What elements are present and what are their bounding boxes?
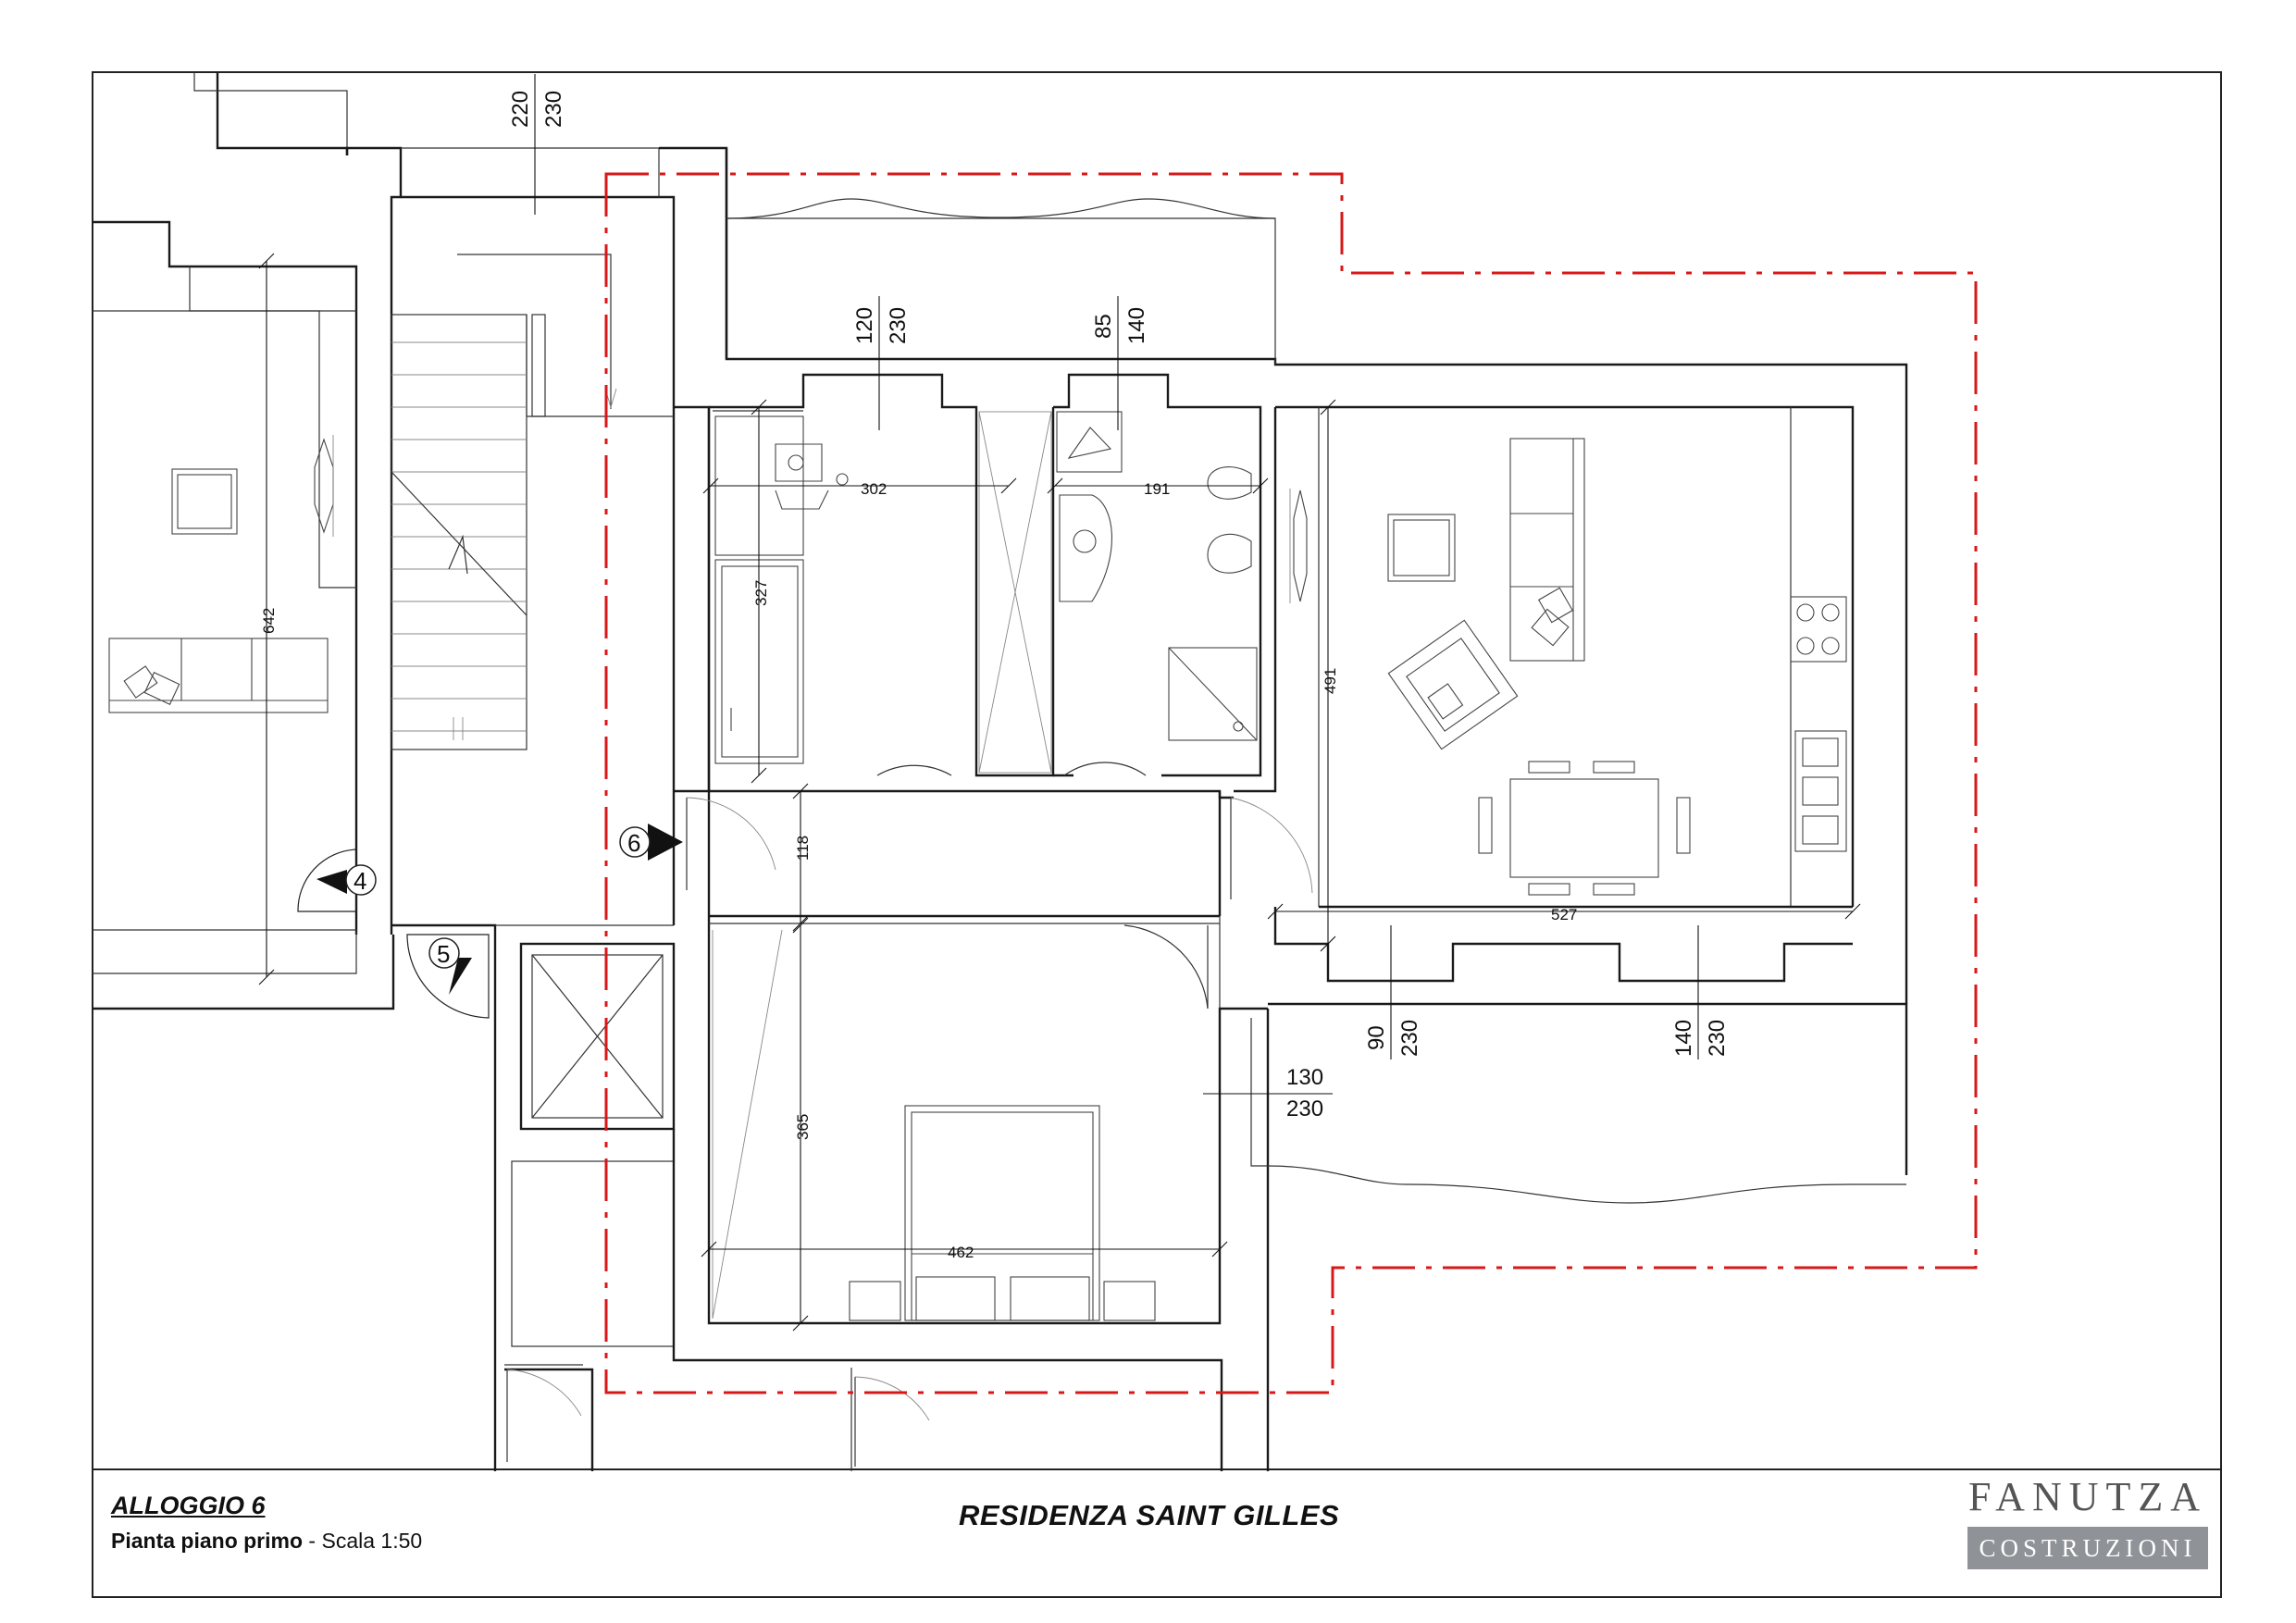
dimension-118: 118 [792,783,812,932]
view-marker-6: 6 [619,824,683,861]
opening-220-230: 220 230 [508,74,566,215]
apartment-walls [674,148,1908,1325]
living-furniture [1289,438,1847,896]
logo-top-text: FANUTZA [1967,1474,2208,1519]
subtitle-separator: - [303,1529,322,1553]
opening-140-230: 140 230 [1671,925,1730,1059]
dimension-302: 302 [702,477,1017,498]
stairwell [345,146,1270,1471]
dim-365-label: 365 [794,1114,812,1140]
dimension-191: 191 [1047,477,1269,498]
opening-90-230: 90 230 [1364,925,1422,1059]
plan-name: Pianta piano primo [111,1529,304,1553]
opening-4-top: 90 [1364,1025,1389,1050]
dim-302-label: 302 [861,480,887,498]
plan-scale: Scala 1:50 [321,1529,423,1553]
sheet-frame [92,71,2222,1598]
opening-2-top: 120 [852,307,877,344]
apartment-title: ALLOGGIO 6 [111,1492,266,1519]
opening-6-top: 130 [1286,1065,1323,1090]
opening-1-top: 220 [508,91,533,128]
view-marker-4: 4 [297,849,377,912]
dim-327-label: 327 [752,580,770,606]
opening-120-230: 120 230 [852,296,911,430]
dimension-527: 527 [1267,903,1861,923]
dim-462-label: 462 [948,1244,974,1261]
opening-1-bottom: 230 [541,91,566,128]
plan-subtitle: Pianta piano primo - Scala 1:50 [111,1529,422,1554]
opening-6-bottom: 230 [1286,1096,1323,1121]
view-marker-4-label: 4 [354,867,366,895]
opening-4-bottom: 230 [1397,1020,1422,1057]
dimension-491: 491 [1320,399,1339,952]
dimension-642: 642 [258,253,278,985]
dimension-462: 462 [701,1241,1228,1261]
dim-527-label: 527 [1551,906,1577,923]
opening-85-140: 85 140 [1091,296,1149,430]
dimension-327: 327 [751,399,770,784]
opening-5-bottom: 230 [1705,1020,1730,1057]
view-marker-5-label: 5 [437,940,450,968]
opening-3-top: 85 [1091,314,1116,339]
dimension-365: 365 [792,917,812,1332]
property-boundary [604,172,1978,1394]
dim-191-label: 191 [1144,480,1170,498]
left-apartment [93,72,395,1010]
title-block: ALLOGGIO 6 Pianta piano primo - Scala 1:… [93,1469,2221,1592]
view-marker-5: 5 [406,934,490,1019]
dim-118-label: 118 [794,836,812,861]
company-logo: FANUTZA COSTRUZIONI [1967,1473,2208,1588]
project-title: RESIDENZA SAINT GILLES [959,1499,1340,1531]
opening-130-230: 130 230 [1203,1065,1333,1121]
bedroom-2-furniture [712,929,1156,1321]
dim-642-label: 642 [260,608,278,634]
opening-2-bottom: 230 [886,307,911,344]
logo-bottom-band: COSTRUZIONI [1967,1527,2208,1569]
view-marker-6-label: 6 [627,829,640,857]
stair-treads [391,341,527,732]
doors [686,762,1313,1010]
opening-5-top: 140 [1671,1020,1696,1057]
opening-3-bottom: 140 [1124,307,1149,344]
bathroom-fixtures [1056,411,1258,741]
dim-491-label: 491 [1322,668,1339,694]
